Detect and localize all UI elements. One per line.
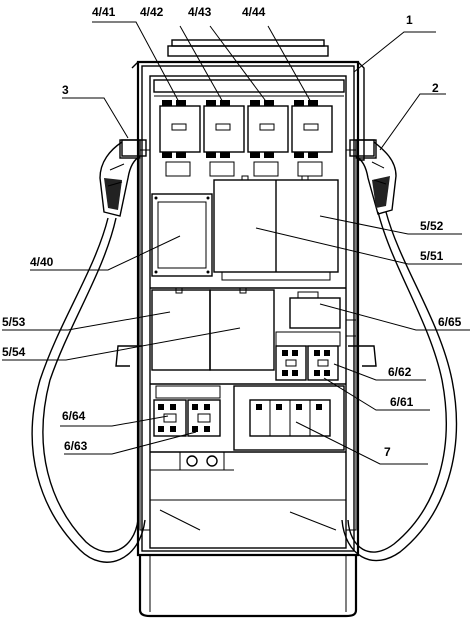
control-box-4-40 [151,193,213,277]
top-power-modules [153,79,345,177]
label-4-42: 4/42 [140,5,164,19]
label-6-65: 6/65 [438,315,462,329]
label-5-53: 5/53 [2,315,26,329]
power-module-5-51-5-52 [213,175,339,281]
label-3: 3 [62,83,69,97]
leader-lines [2,21,470,465]
callout-labels: 1 2 3 4/41 4/42 4/43 4/44 4/40 5/52 5/51… [2,5,462,459]
label-5-51: 5/51 [420,249,444,263]
breaker-panel-7 [233,385,345,451]
label-5-52: 5/52 [420,219,444,233]
contactor-group-left [153,385,221,437]
label-1: 1 [406,13,413,27]
module-4-42 [203,100,245,177]
right-charging-cable [341,211,458,562]
module-4-44 [291,100,333,177]
label-4-41: 4/41 [92,5,116,19]
label-6-62: 6/62 [388,365,412,379]
label-6-61: 6/61 [390,395,414,409]
label-6-64: 6/64 [62,409,86,423]
power-module-5-53-5-54 [151,287,275,371]
label-4-44: 4/44 [242,5,266,19]
contactor-group-right [275,291,341,381]
label-2: 2 [432,81,439,95]
cabinet-housing [119,39,377,618]
module-4-41 [159,100,201,177]
label-6-63: 6/63 [64,439,88,453]
cable-hooks [115,345,377,367]
left-charging-cable [31,217,146,563]
label-7: 7 [384,445,391,459]
terminal-strip [150,451,346,531]
right-charging-gun [349,139,397,215]
left-charging-gun [99,139,147,217]
label-5-54: 5/54 [2,345,26,359]
module-4-43 [247,100,289,177]
label-4-43: 4/43 [188,5,212,19]
label-4-40: 4/40 [30,255,54,269]
